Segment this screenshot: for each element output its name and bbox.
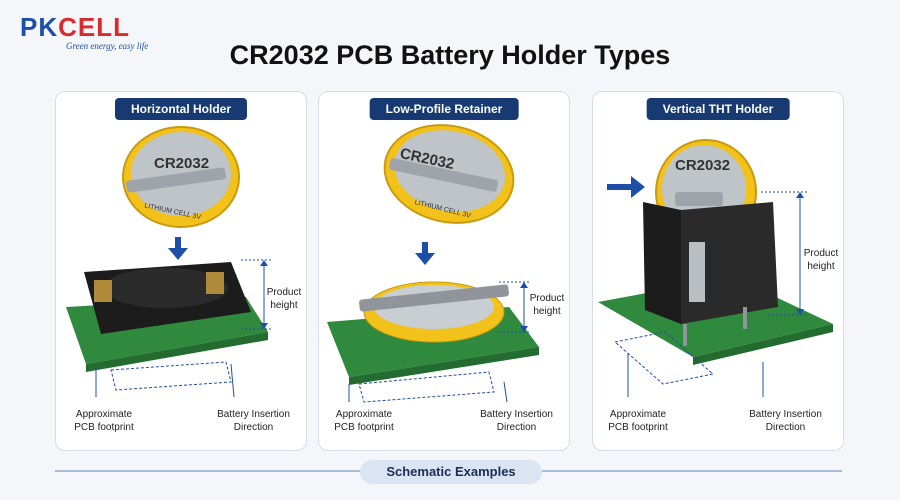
brand-wordmark: PKCELL — [20, 14, 148, 40]
panel-low-profile-retainer: CR2032 LITHIUM CELL 3V Low-Profile Retai… — [318, 91, 570, 451]
retainer-body — [359, 281, 509, 343]
panel-label-low-profile: Low-Profile Retainer — [369, 98, 519, 120]
pcb-footprint-outline — [358, 371, 495, 403]
brand-name-part1: PK — [20, 12, 59, 42]
panel-label-vertical: Vertical THT Holder — [646, 98, 790, 120]
footer-label: Schematic Examples — [360, 460, 542, 484]
holder-body — [84, 262, 251, 334]
footer-divider-right — [542, 470, 842, 472]
brand-logo: PKCELL Green energy, easy life — [20, 14, 148, 51]
down-arrow-icon — [168, 237, 188, 260]
brand-tagline: Green energy, easy life — [66, 41, 149, 51]
coin-cell-battery — [122, 126, 240, 228]
coin-label: CR2032 — [675, 157, 730, 174]
footer-divider-left — [55, 470, 360, 472]
retainer-illustration: CR2032 LITHIUM CELL 3V — [327, 124, 539, 403]
coin-cell-battery — [383, 124, 515, 224]
pcb-footprint-outline — [613, 331, 715, 385]
page-title: CR2032 PCB Battery Holder Types — [229, 40, 671, 70]
panel-label-horizontal: Horizontal Holder — [114, 98, 248, 120]
brand-name-part2: CELL — [58, 12, 131, 42]
side-arrow-icon — [607, 176, 645, 198]
horizontal-holder-illustration: CR2032 LITHIUM CELL 3V — [66, 126, 271, 398]
panel-horizontal-holder: CR2032 LITHIUM CELL 3V Horizontal Holder… — [55, 91, 307, 451]
down-arrow-icon — [415, 242, 435, 265]
pcb-footprint-outline — [110, 361, 232, 391]
coin-label: CR2032 — [154, 155, 209, 172]
vertical-holder-illustration: CR2032 — [598, 139, 833, 397]
holder-body — [643, 202, 778, 346]
